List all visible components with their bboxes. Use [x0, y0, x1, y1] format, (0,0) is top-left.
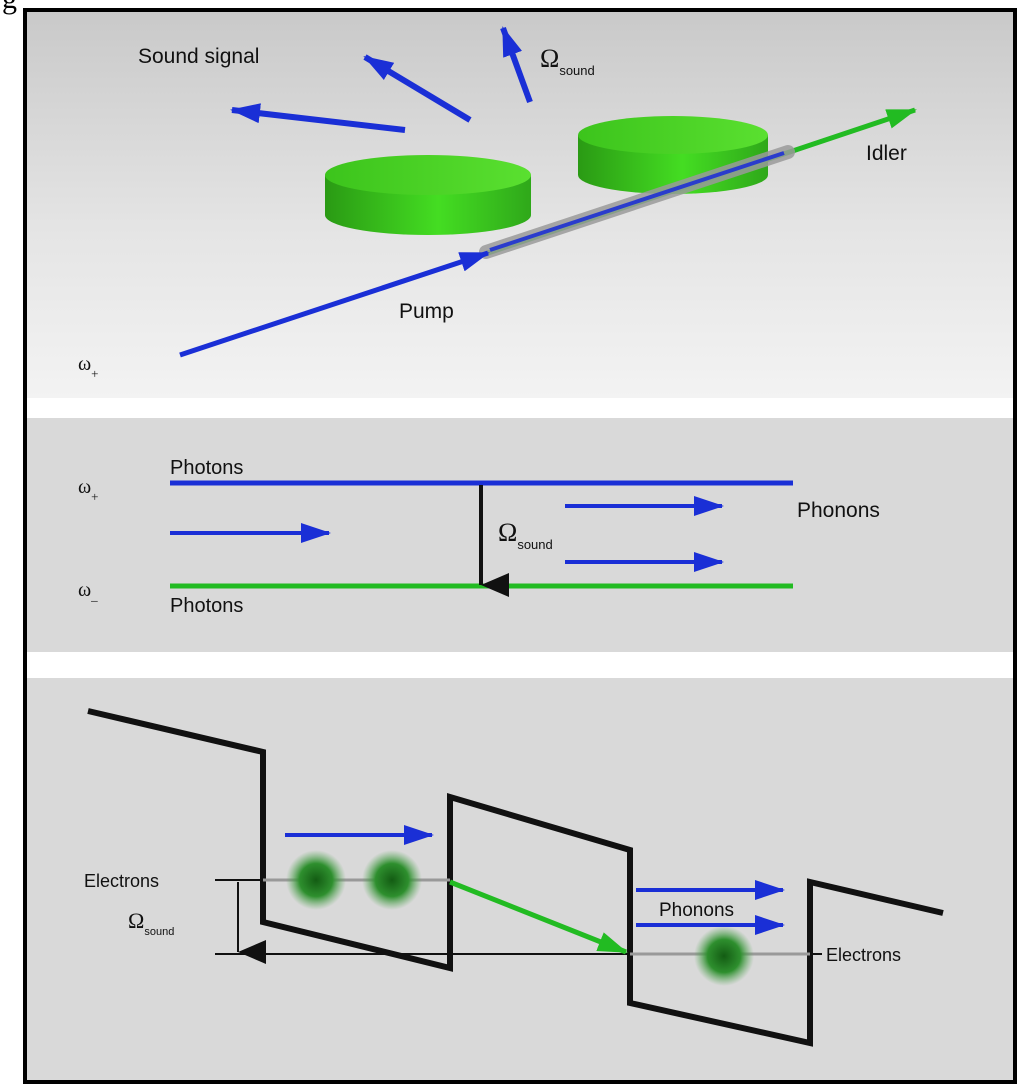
omega-plus-label-top: ω+ — [78, 353, 99, 381]
photons-label-top: Photons — [170, 457, 243, 479]
electron-blob — [694, 926, 754, 986]
figure-frame — [23, 8, 1017, 1084]
resonator-right — [578, 116, 768, 194]
caption-fragment: g — [2, 0, 17, 15]
phonons-label-bottom: Phonons — [659, 900, 734, 921]
idler-label: Idler — [866, 142, 907, 165]
electrons-label-left: Electrons — [84, 871, 159, 891]
resonator-left — [325, 155, 531, 235]
omega-sound-label-bottom: Ωsound — [128, 908, 174, 938]
electrons-label-right: Electrons — [826, 945, 901, 965]
middle-panel: ω+ ω_ Photons Photons Phonons Ωsound — [27, 418, 1013, 652]
omega-sound-label-top: Ωsound — [540, 44, 595, 78]
photons-label-bottom: Photons — [170, 595, 243, 617]
pump-beam — [179, 250, 490, 358]
tunneling-arrow — [449, 879, 628, 955]
sound-signal-label: Sound signal — [138, 45, 259, 68]
sound-arrow-right — [500, 26, 533, 104]
electron-blob — [362, 850, 422, 910]
omega-sound-label-middle: Ωsound — [498, 518, 553, 552]
bottom-panel-background — [27, 678, 1013, 1080]
conduction-band-profile — [87, 708, 944, 1047]
top-panel: Sound signal Ωsound Idler Pump ω+ — [27, 12, 1013, 398]
phonons-label-middle: Phonons — [797, 499, 880, 522]
omega-plus-label: ω+ — [78, 476, 99, 504]
sound-arrow-left — [230, 103, 406, 133]
omega-minus-label: ω_ — [78, 579, 98, 603]
electron-blob — [286, 850, 346, 910]
waveguide-core — [489, 151, 785, 252]
pump-label: Pump — [399, 300, 454, 323]
bottom-panel: Electrons Electrons Phonons Ωsound — [27, 678, 1013, 1080]
sound-arrow-middle — [363, 54, 472, 123]
